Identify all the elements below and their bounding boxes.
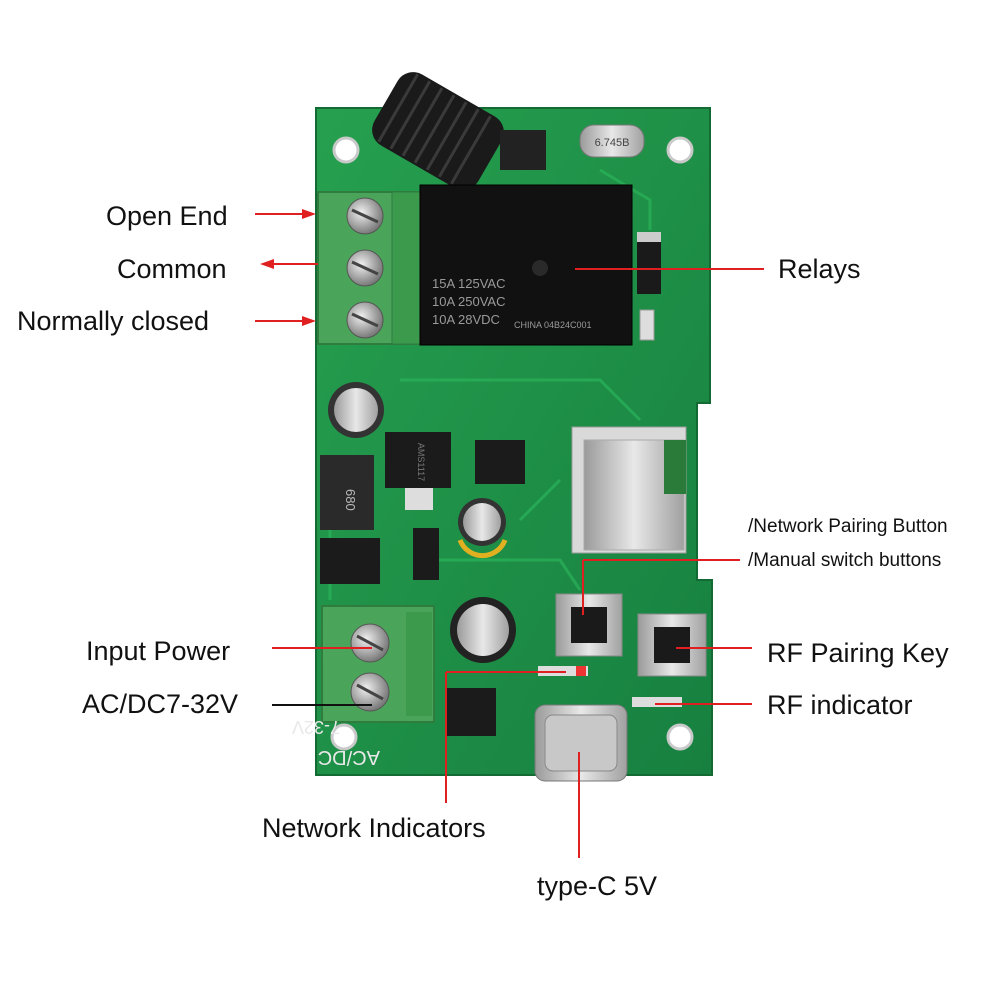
label-rf-indicator: RF indicator: [767, 690, 913, 720]
label-network-indicators: Network Indicators: [262, 813, 486, 843]
rf-chip: [500, 130, 546, 170]
svg-text:6.745B: 6.745B: [595, 137, 630, 149]
silk-range: 7-32V: [292, 717, 340, 737]
electrolytic-cap-medium: [457, 498, 508, 559]
mounting-holes: [330, 136, 694, 751]
label-network-pairing-button: /Network Pairing Button: [748, 516, 948, 537]
label-input-power: Input Power: [86, 636, 231, 666]
regulator-chip: AMS1117: [385, 432, 451, 510]
usb-c-port: [534, 704, 628, 782]
diode: [637, 232, 661, 294]
mosfet-left: [320, 538, 380, 584]
electrolytic-cap-small: [328, 382, 384, 438]
pointer-lines: [255, 209, 764, 858]
ic-chip: [475, 440, 525, 484]
input-power-terminal: [321, 605, 435, 723]
svg-text:15A 125VAC: 15A 125VAC: [432, 276, 505, 291]
wifi-module: [571, 426, 687, 554]
manual-switch-button: [555, 593, 623, 657]
rf-led: [632, 697, 682, 707]
label-common: Common: [117, 254, 227, 284]
crystal: 6.745B: [579, 124, 645, 158]
svg-text:AMS1117: AMS1117: [416, 443, 426, 481]
relay-terminal-block: [317, 191, 431, 345]
label-rf-pairing-key: RF Pairing Key: [767, 638, 949, 668]
relay: 15A 125VAC 10A 250VAC 10A 28VDC CHINA 04…: [419, 184, 633, 346]
electrolytic-cap-large: [450, 597, 516, 663]
rf-pairing-button: [637, 613, 707, 677]
svg-text:CHINA 04B24C001: CHINA 04B24C001: [514, 320, 592, 330]
mosfet-lower: [446, 688, 496, 736]
svg-text:10A 28VDC: 10A 28VDC: [432, 312, 500, 327]
antenna-coil: [372, 72, 504, 190]
label-normally-closed: Normally closed: [17, 306, 210, 336]
inductor: 680: [320, 455, 374, 530]
label-manual-switch-buttons: /Manual switch buttons: [748, 550, 942, 571]
pcb-traces: [328, 168, 652, 600]
label-type-c: type-C 5V: [537, 871, 658, 901]
svg-text:10A 250VAC: 10A 250VAC: [432, 294, 505, 309]
diode-lower: [413, 528, 439, 580]
label-voltage-range: AC/DC7-32V: [82, 689, 239, 719]
svg-text:680: 680: [343, 489, 358, 511]
label-relays: Relays: [778, 254, 861, 284]
silk-acdc: AC/DC: [318, 746, 380, 768]
label-open-end: Open End: [106, 201, 228, 231]
